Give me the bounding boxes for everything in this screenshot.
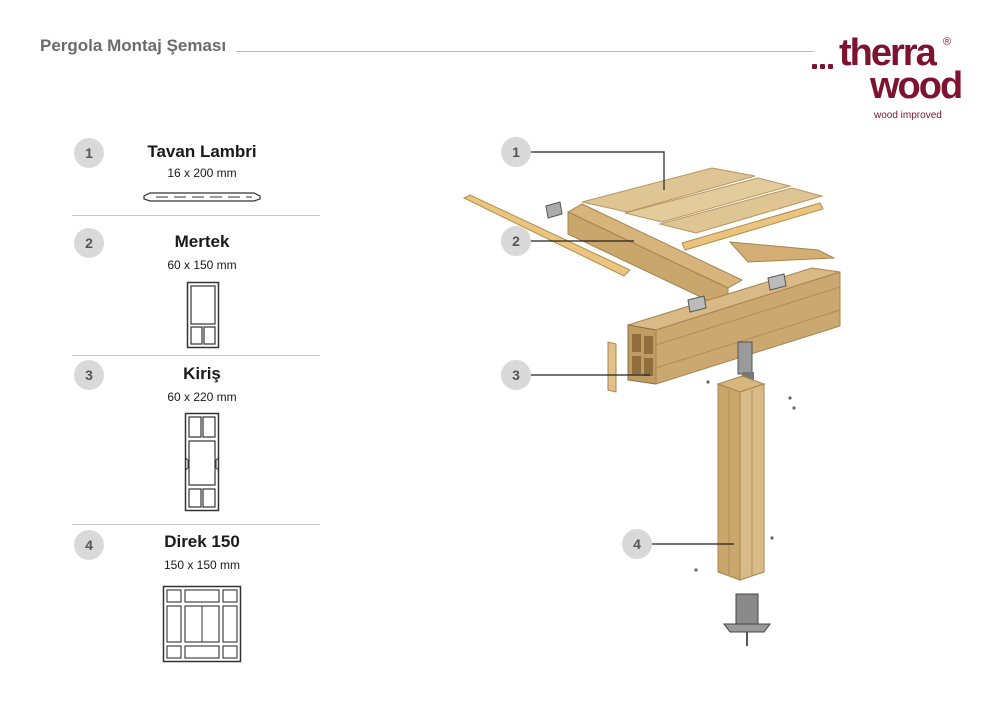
part-name-1: Tavan Lambri — [147, 142, 257, 161]
part-dimensions-1: 16 x 200 mm — [167, 166, 237, 180]
part-row-2: 2 Mertek 60 x 150 mm — [70, 228, 320, 353]
mertek-beams — [566, 203, 836, 311]
callout-leaders — [530, 151, 734, 545]
part-divider-2 — [72, 355, 320, 356]
therrawood-logo: therra ® wood wood improved — [812, 32, 963, 126]
loose-slat — [462, 194, 631, 277]
beam-end-cap — [607, 341, 617, 393]
svg-text:2: 2 — [512, 233, 520, 249]
part-divider-1 — [72, 215, 320, 216]
page-title: Pergola Montaj Şeması — [40, 36, 227, 55]
part-name-3: Kiriş — [183, 364, 221, 383]
svg-text:3: 3 — [512, 367, 520, 383]
mertek-profile-icon — [186, 281, 220, 349]
screws — [694, 380, 796, 572]
part-row-3: 3 Kiriş 60 x 220 mm — [70, 360, 320, 520]
direk-post — [716, 375, 766, 581]
part-number-2: 2 — [74, 228, 104, 258]
logo-word-therra: therra — [839, 32, 937, 74]
svg-text:4: 4 — [633, 536, 641, 552]
tavan-lambri-panels — [581, 167, 824, 234]
part-name-4: Direk 150 — [164, 532, 240, 551]
part-name-2: Mertek — [174, 232, 230, 251]
callout-4: 4 — [622, 529, 652, 559]
kiris-beam — [627, 267, 841, 385]
title-rule — [236, 51, 814, 52]
part-dimensions-3: 60 x 220 mm — [167, 390, 237, 404]
pergola-exploded-diagram: 1 2 3 4 — [462, 137, 841, 646]
callout-3: 3 — [501, 360, 531, 390]
kiris-profile-icon — [184, 412, 220, 512]
direk-profile-icon — [162, 585, 242, 663]
part-dimensions-2: 60 x 150 mm — [167, 258, 237, 272]
callout-2: 2 — [501, 226, 531, 256]
part-number-4: 4 — [74, 530, 104, 560]
metal-brackets — [545, 201, 787, 392]
logo-registered-mark: ® — [943, 36, 952, 48]
part-divider-3 — [72, 524, 320, 525]
callout-1: 1 — [501, 137, 531, 167]
post-base-bracket — [723, 593, 771, 646]
part-row-4: 4 Direk 150 150 x 150 mm — [70, 530, 320, 665]
tavan-lambri-profile-icon — [143, 192, 261, 202]
part-number-3: 3 — [74, 360, 104, 390]
logo-dots — [812, 64, 833, 69]
part-dimensions-4: 150 x 150 mm — [163, 558, 241, 572]
svg-text:1: 1 — [512, 144, 520, 160]
logo-tagline: wood improved — [874, 110, 942, 121]
part-row-1: 1 Tavan Lambri 16 x 200 mm — [70, 138, 320, 213]
logo-word-wood: wood — [870, 65, 963, 107]
part-number-1: 1 — [74, 138, 104, 168]
cover-slat — [681, 202, 824, 251]
